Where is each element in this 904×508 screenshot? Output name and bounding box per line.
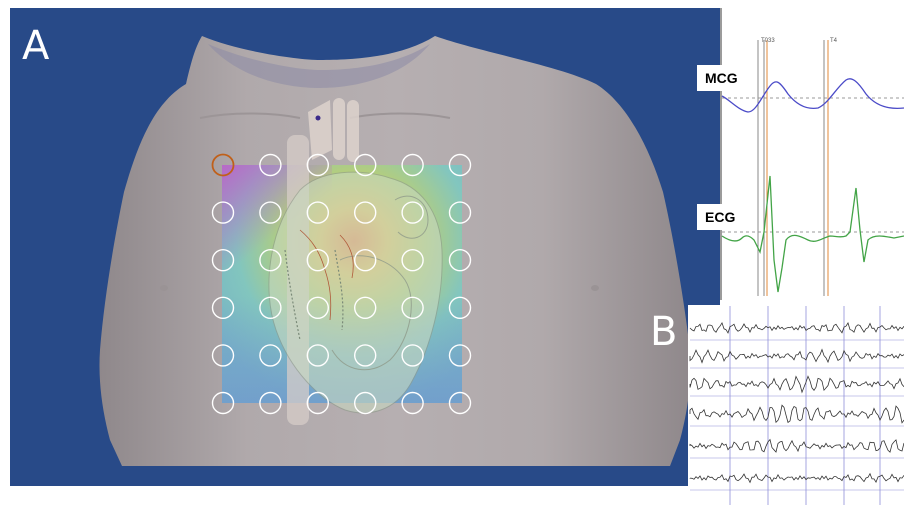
great-vessel-2	[347, 100, 359, 162]
multichannel-panel	[688, 305, 904, 505]
sensor-dot	[316, 116, 321, 121]
panel-a-label: A	[22, 26, 49, 66]
mcg-label: MCG	[697, 65, 744, 91]
marker-label-b: T4	[830, 38, 837, 44]
panel-b-label: B	[650, 312, 677, 352]
marker-label-a: T033	[761, 38, 775, 44]
great-vessel-1	[333, 98, 345, 160]
traces-panel	[720, 8, 904, 300]
ecg-label: ECG	[697, 204, 741, 230]
right-nipple	[591, 285, 599, 291]
left-nipple	[160, 285, 168, 291]
